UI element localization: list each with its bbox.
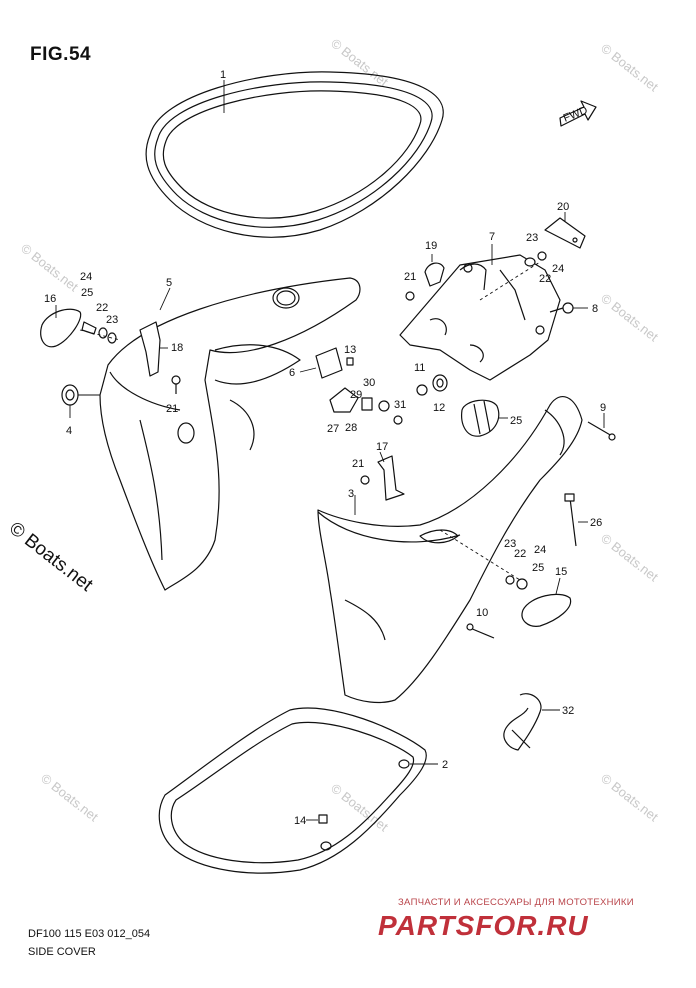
callout-label: 11 — [414, 362, 425, 374]
callout-label: 6 — [289, 367, 295, 379]
callout-label: 18 — [171, 342, 183, 354]
part-14-screw — [318, 814, 328, 824]
part-17-bracket — [377, 455, 405, 501]
part-8-screw — [549, 302, 574, 314]
part-27-cable-tie — [564, 493, 577, 547]
part-1-seal — [145, 71, 444, 238]
callout-label: 21 — [352, 458, 364, 470]
watermark-text: © Boats.net — [598, 291, 661, 345]
watermark-text: © Boats.net — [328, 36, 391, 90]
part-29-switch — [329, 387, 403, 425]
callout-label: 19 — [425, 240, 437, 252]
part-9-bolt — [587, 421, 616, 441]
ru-watermark-caption: ЗАПЧАСТИ И АКСЕССУАРЫ ДЛЯ МОТОТЕХНИКИ — [398, 897, 634, 908]
fwd-label: FWD — [562, 104, 590, 125]
callout-label: 23 — [106, 314, 118, 326]
callout-label: 31 — [394, 399, 406, 411]
callout-label: 28 — [345, 422, 357, 434]
part-21-screw — [360, 475, 370, 485]
callout-label: 10 — [476, 607, 488, 619]
part-23-washer — [524, 251, 547, 267]
callout-label: 16 — [44, 293, 56, 305]
callout-label: 25 — [81, 287, 93, 299]
callout-label: 1 — [220, 69, 226, 81]
part-6-plate — [315, 347, 354, 379]
callout-label: 12 — [433, 402, 445, 414]
callout-label: 26 — [590, 517, 602, 529]
part-33-clip — [503, 693, 542, 751]
callout-label: 32 — [562, 705, 574, 717]
watermark-text: © Boats.net — [598, 771, 661, 825]
callout-label: 2 — [442, 759, 448, 771]
callout-label: 13 — [344, 344, 356, 356]
part-2-bottom-seal — [158, 707, 427, 874]
watermark-text: © Boats.net — [18, 241, 81, 295]
part-7-bracket-assembly — [399, 254, 561, 381]
watermark-text: © Boats.net — [598, 41, 661, 95]
callout-label: 22 — [539, 273, 551, 285]
part-21-screw — [405, 291, 415, 301]
watermark-text: © Boats.net — [598, 531, 661, 585]
callout-label: 4 — [66, 425, 72, 437]
callout-label: 25 — [532, 562, 544, 574]
callout-label: 29 — [350, 389, 362, 401]
callout-label: 21 — [166, 403, 178, 415]
figure-title: FIG.54 — [30, 44, 92, 65]
callout-label: 24 — [80, 271, 92, 283]
part-18-bracket — [139, 321, 161, 377]
part-16-handle — [40, 308, 117, 348]
part-26-grommet — [461, 399, 500, 437]
fwd-arrow-icon: FWD — [559, 100, 597, 127]
callout-label: 22 — [96, 302, 108, 314]
part-4-grommet — [61, 384, 79, 406]
callout-label: 21 — [404, 271, 416, 283]
callout-label: 25 — [510, 415, 522, 427]
part-21-screw — [171, 375, 181, 394]
callout-label: 3 — [348, 488, 354, 500]
callout-label: 9 — [600, 402, 606, 414]
part-10-bolt — [466, 623, 495, 639]
callout-label: 7 — [489, 231, 495, 243]
callout-label: 17 — [376, 441, 388, 453]
callout-label: 27 — [327, 423, 339, 435]
callout-label: 5 — [166, 277, 172, 289]
callout-label: 15 — [555, 566, 567, 578]
callout-label: 20 — [557, 201, 569, 213]
callout-label: 23 — [504, 538, 516, 550]
callout-label: 24 — [552, 263, 564, 275]
ru-watermark-logo: PARTSFOR.RU — [378, 910, 589, 941]
callout-label: 24 — [534, 544, 546, 556]
callout-label: 22 — [514, 548, 526, 560]
callout-label: 8 — [592, 303, 598, 315]
callout-label: 23 — [526, 232, 538, 244]
callout-label: 30 — [363, 377, 375, 389]
watermark-text: © Boats.net — [38, 771, 101, 825]
callout-labels: 1 2 3 4 5 6 7 8 9 10 11 12 13 14 15 16 1… — [44, 69, 606, 827]
part-20-plate — [544, 217, 586, 249]
guide-lines — [79, 261, 541, 581]
figure-code: DF100 115 E03 012_054 — [28, 928, 151, 940]
figure-name: SIDE COVER — [28, 946, 96, 958]
part-5-left-cover — [99, 277, 361, 591]
part-15-handle — [505, 575, 572, 627]
part-3-right-cover — [317, 395, 583, 704]
callout-label: 14 — [294, 815, 306, 827]
part-11-grommet — [416, 374, 448, 396]
part-19-clamp — [424, 262, 445, 287]
